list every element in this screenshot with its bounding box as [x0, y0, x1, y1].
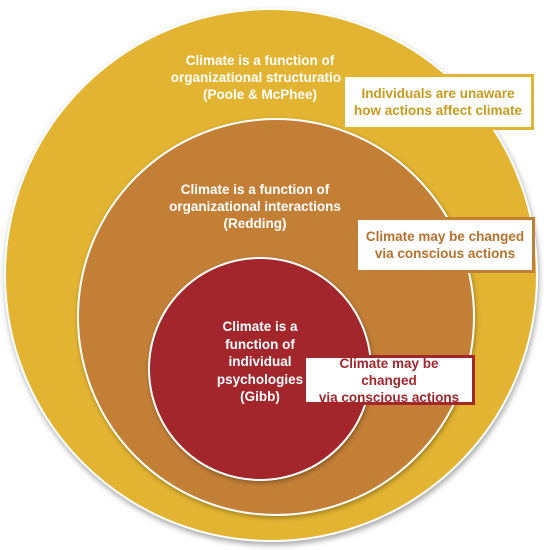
outer-note-box: Individuals are unaware how actions affe… — [342, 74, 534, 130]
middle-note-text: Climate may be changed via conscious act… — [365, 229, 525, 261]
inner-circle-label: Climate is a function of individual psyc… — [216, 319, 304, 404]
middle-circle-label: Climate is a function of organizational … — [169, 182, 341, 231]
outer-circle-label: Climate is a function of organizational … — [170, 53, 350, 102]
inner-note-box: Climate may be changed via conscious act… — [303, 355, 475, 405]
inner-note-text: Climate may be changed via conscious act… — [318, 355, 460, 405]
outer-note-text: Individuals are unaware how actions affe… — [353, 86, 523, 118]
middle-note-box: Climate may be changed via conscious act… — [355, 217, 535, 273]
